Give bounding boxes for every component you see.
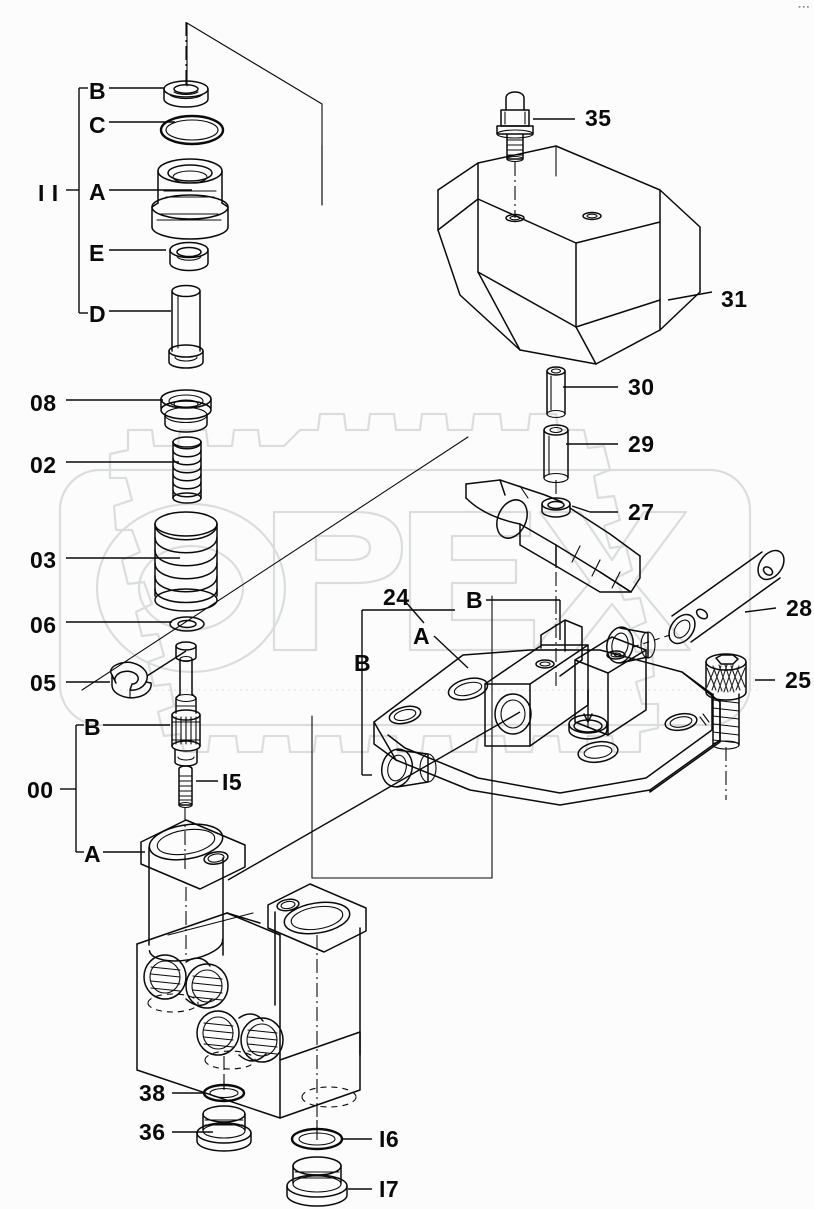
label-15: I5 [222,769,243,795]
part-05-retaining-clip [66,650,187,699]
part-16-o-ring [290,1120,372,1151]
part-00B-spool-valve [171,641,201,767]
label-00-A: A [84,841,102,867]
part-11C-o-ring [159,114,225,146]
label-11-B: B [89,78,107,104]
label-38: 38 [139,1080,166,1106]
bracket-group-00 [60,724,170,853]
part-25-socket-head-screw [705,653,775,800]
part-24A-mounting-plate [373,649,721,806]
part-11B-upper-seal-ring [163,22,209,108]
part-17-plug [286,1156,372,1207]
label-06: 06 [30,612,57,638]
bracket-group-11 [66,87,192,314]
label-27: 27 [628,499,655,525]
threaded-ports [143,954,284,1063]
corner-mark: ▪▪▪ [797,4,810,12]
assembly-reference-lines [81,22,493,879]
label-00: 00 [27,777,54,803]
label-11-A: A [89,179,107,205]
label-00-B: B [84,714,102,740]
part-30-pin [546,366,618,419]
label-16: I6 [379,1126,400,1152]
label-17: I7 [379,1176,400,1202]
label-30: 30 [628,374,655,400]
part-38-o-ring [172,1075,246,1103]
part-02-small-spring [66,436,202,504]
part-03-large-spring [66,511,218,612]
label-11-D: D [89,301,107,327]
label-31: 31 [721,286,748,312]
part-28-pivot-shaft [629,549,785,649]
label-24: 24 [383,584,410,610]
part-31-cover-boot [437,145,713,365]
watermark-opex [58,412,760,754]
label-35: 35 [585,105,612,131]
part-15-pin [178,765,218,872]
label-24-A: A [413,623,431,649]
part-27-pedal-lever [465,479,641,600]
label-28: 28 [786,595,813,621]
label-11: I I [38,180,59,206]
label-29: 29 [628,431,655,457]
part-06-washer [66,616,205,632]
label-03: 03 [30,547,57,573]
part-11A-cylinder-sleeve [151,158,229,240]
alignment-leader-valve [227,711,521,881]
label-11-E: E [89,240,105,266]
part-29-bushing-sleeve [543,424,618,498]
part-08-retainer-bushing [66,389,212,433]
label-11-C: C [89,112,107,138]
label-36: 36 [139,1119,166,1145]
bracket-group-24 [361,599,561,776]
label-24-B2: B [354,650,372,676]
label-02: 02 [30,452,57,478]
part-11E-small-seal-ring [169,241,209,272]
part-00A-valve-body [136,819,367,1140]
part-35-hex-bolt [496,91,575,218]
part-11D-plunger-rod [168,284,204,369]
label-08: 08 [30,390,57,416]
label-24-B1: B [466,587,484,613]
label-25: 25 [785,667,812,693]
part-36-plug [172,1105,252,1152]
part-24B-pedal-mount-block [484,600,647,747]
label-05: 05 [30,670,57,696]
